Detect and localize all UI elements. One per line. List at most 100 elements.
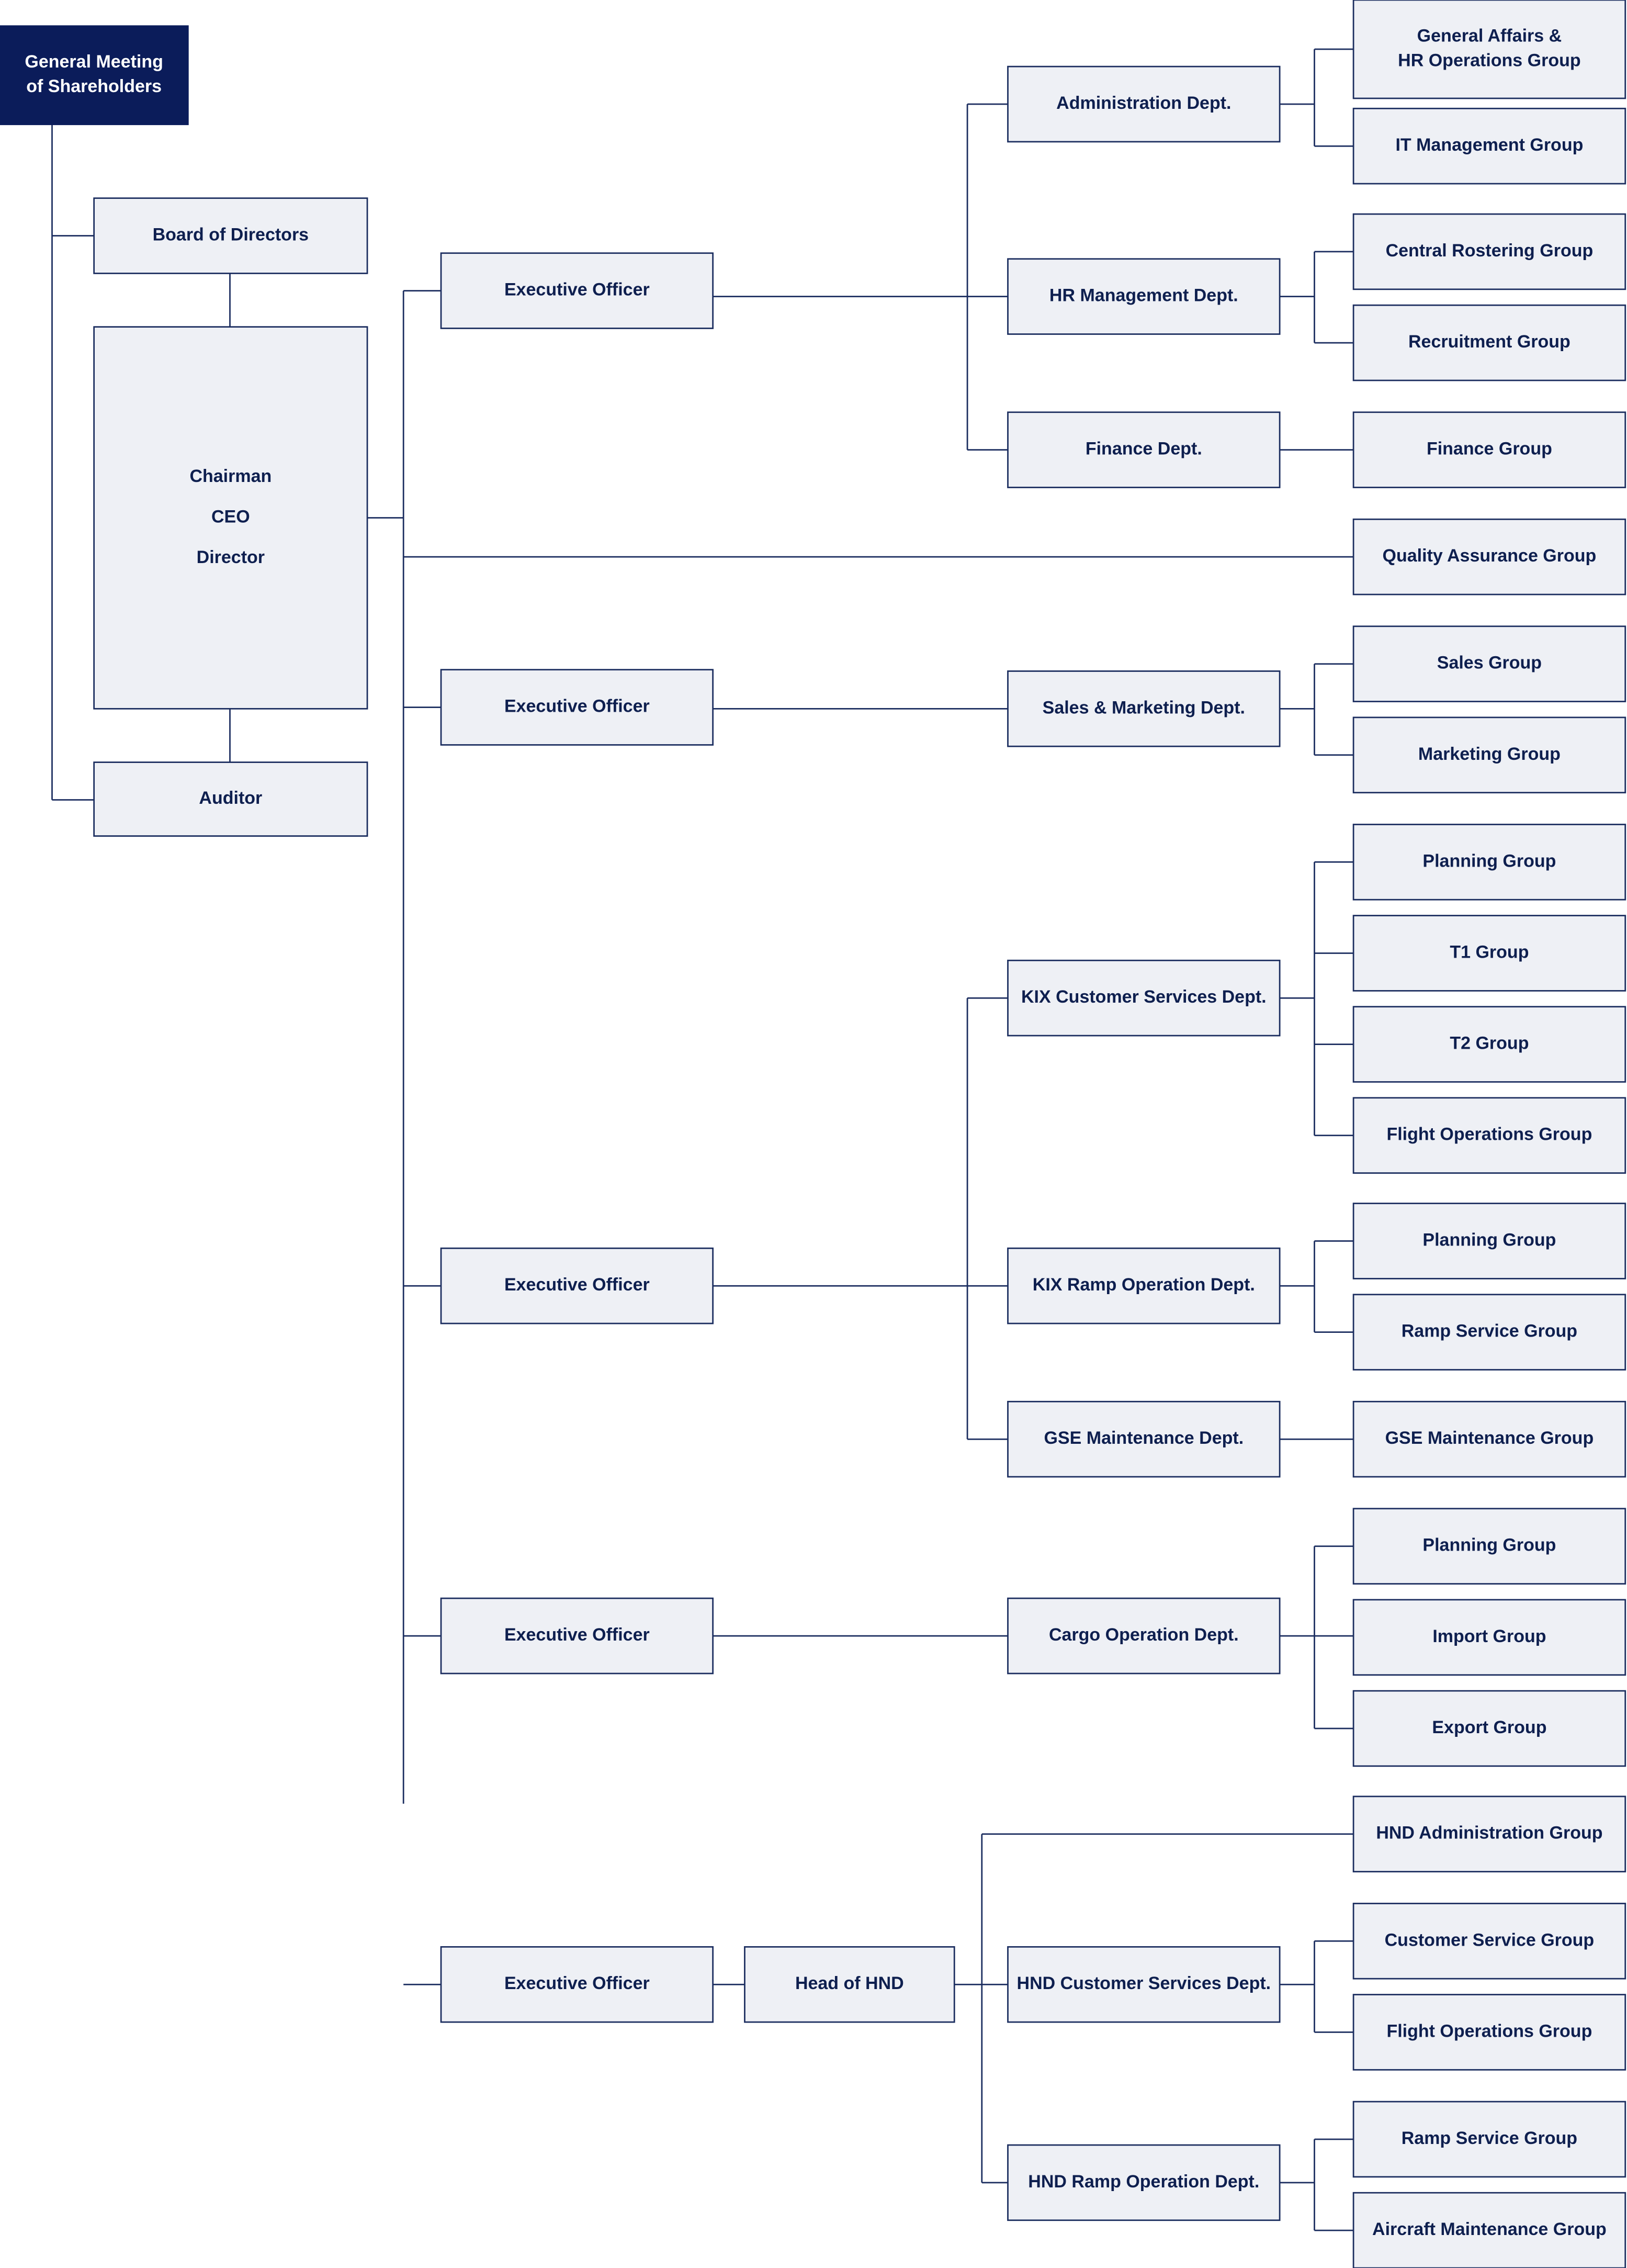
node-executive-officer-1-box — [440, 252, 714, 329]
node-ramp-service-group-hnd: Ramp Service Group — [1352, 2101, 1626, 2178]
node-planning-group-cargo-label: Planning Group — [1422, 1535, 1556, 1555]
node-quality-assurance-group: Quality Assurance Group — [1352, 518, 1626, 596]
node-sales-group-box — [1352, 625, 1626, 702]
node-recruitment-group-box — [1352, 304, 1626, 381]
node-administration-dept: Administration Dept. — [1007, 65, 1281, 143]
node-sales-group-label: Sales Group — [1437, 653, 1542, 673]
node-t1-group-box — [1352, 915, 1626, 992]
node-sales-marketing-dept: Sales & Marketing Dept. — [1007, 670, 1281, 747]
node-general-affairs-hr-ops-group-box — [1352, 0, 1626, 99]
node-planning-group-kix-ramp-box — [1352, 1203, 1626, 1279]
node-gse-maintenance-dept: GSE Maintenance Dept. — [1007, 1400, 1281, 1478]
node-central-rostering-group: Central Rostering Group — [1352, 213, 1626, 290]
node-customer-service-group: Customer Service Group — [1352, 1903, 1626, 1980]
node-t2-group: T2 Group — [1352, 1006, 1626, 1083]
node-ramp-service-group-hnd-box — [1352, 2101, 1626, 2178]
node-gse-maintenance-group: GSE Maintenance Group — [1352, 1400, 1626, 1478]
node-kix-ramp-operation-dept-label: KIX Ramp Operation Dept. — [1033, 1275, 1255, 1295]
node-cargo-operation-dept-box — [1007, 1597, 1281, 1675]
node-import-group: Import Group — [1352, 1599, 1626, 1676]
node-quality-assurance-group-box — [1352, 518, 1626, 596]
node-t1-group: T1 Group — [1352, 915, 1626, 992]
node-general-affairs-hr-ops-group: General Affairs & HR Operations Group — [1352, 0, 1626, 99]
node-flight-operations-group-kix: Flight Operations Group — [1352, 1097, 1626, 1174]
node-gse-maintenance-group-box — [1352, 1400, 1626, 1478]
node-board-of-directors-box — [93, 197, 368, 274]
node-hnd-ramp-operation-dept-label: HND Ramp Operation Dept. — [1028, 2172, 1259, 2192]
node-auditor-label: Auditor — [199, 788, 262, 808]
node-t2-group-label: T2 Group — [1450, 1034, 1529, 1053]
node-kix-customer-services-dept: KIX Customer Services Dept. — [1007, 959, 1281, 1037]
node-planning-group-kix-ramp: Planning Group — [1352, 1203, 1626, 1279]
node-executive-officer-2-box — [440, 669, 714, 746]
node-sales-group: Sales Group — [1352, 625, 1626, 702]
node-board-of-directors-label: Board of Directors — [153, 225, 309, 245]
node-administration-dept-box — [1007, 65, 1281, 143]
node-hr-management-dept: HR Management Dept. — [1007, 258, 1281, 335]
node-executive-officer-1: Executive Officer — [440, 252, 714, 329]
node-kix-ramp-operation-dept-box — [1007, 1247, 1281, 1324]
node-it-management-group-box — [1352, 107, 1626, 185]
node-auditor-box — [93, 761, 368, 837]
node-import-group-box — [1352, 1599, 1626, 1676]
connector-lines — [51, 48, 1354, 2231]
node-executive-officer-2-label: Executive Officer — [504, 697, 650, 716]
node-export-group-label: Export Group — [1432, 1717, 1546, 1737]
node-cargo-operation-dept: Cargo Operation Dept. — [1007, 1597, 1281, 1675]
node-administration-dept-label: Administration Dept. — [1056, 93, 1231, 113]
node-recruitment-group: Recruitment Group — [1352, 304, 1626, 381]
node-finance-group-label: Finance Group — [1427, 439, 1552, 459]
node-chairman-ceo-director-box — [93, 326, 368, 710]
node-head-of-hnd-label: Head of HND — [795, 1973, 904, 1993]
node-flight-operations-group-hnd-label: Flight Operations Group — [1386, 2021, 1592, 2041]
node-planning-group-kix-cs-box — [1352, 824, 1626, 901]
node-executive-officer-4-box — [440, 1597, 714, 1675]
node-aircraft-maintenance-group: Aircraft Maintenance Group — [1352, 2192, 1626, 2268]
node-t1-group-label: T1 Group — [1450, 942, 1529, 962]
node-customer-service-group-label: Customer Service Group — [1385, 1930, 1595, 1950]
node-kix-ramp-operation-dept: KIX Ramp Operation Dept. — [1007, 1247, 1281, 1324]
node-board-of-directors: Board of Directors — [93, 197, 368, 274]
node-flight-operations-group-kix-label: Flight Operations Group — [1386, 1125, 1592, 1144]
node-customer-service-group-box — [1352, 1903, 1626, 1980]
node-t2-group-box — [1352, 1006, 1626, 1083]
node-gse-maintenance-dept-label: GSE Maintenance Dept. — [1044, 1428, 1244, 1448]
node-hnd-customer-services-dept-box — [1007, 1946, 1281, 2023]
node-recruitment-group-label: Recruitment Group — [1408, 332, 1570, 352]
node-hnd-customer-services-dept-label: HND Customer Services Dept. — [1017, 1973, 1271, 1993]
node-cargo-operation-dept-label: Cargo Operation Dept. — [1049, 1625, 1239, 1645]
node-hnd-ramp-operation-dept: HND Ramp Operation Dept. — [1007, 2144, 1281, 2221]
node-aircraft-maintenance-group-box — [1352, 2192, 1626, 2268]
node-finance-group-box — [1352, 411, 1626, 488]
node-executive-officer-5-label: Executive Officer — [504, 1973, 650, 1993]
node-hr-management-dept-label: HR Management Dept. — [1049, 286, 1238, 306]
node-hnd-ramp-operation-dept-box — [1007, 2144, 1281, 2221]
node-flight-operations-group-hnd-box — [1352, 1994, 1626, 2071]
node-marketing-group-box — [1352, 716, 1626, 794]
node-marketing-group: Marketing Group — [1352, 716, 1626, 794]
node-executive-officer-3-box — [440, 1247, 714, 1324]
node-hnd-administration-group: HND Administration Group — [1352, 1795, 1626, 1872]
node-executive-officer-5: Executive Officer — [440, 1946, 714, 2023]
node-shareholders-label-1: General Meeting — [25, 52, 163, 72]
node-ramp-service-group-kix-label: Ramp Service Group — [1402, 1321, 1577, 1341]
node-general-affairs-hr-ops-group-label-2: HR Operations Group — [1398, 50, 1580, 70]
node-hnd-administration-group-label: HND Administration Group — [1376, 1823, 1602, 1843]
node-finance-group: Finance Group — [1352, 411, 1626, 488]
node-ramp-service-group-hnd-label: Ramp Service Group — [1402, 2128, 1577, 2148]
node-flight-operations-group-hnd: Flight Operations Group — [1352, 1994, 1626, 2071]
node-planning-group-cargo: Planning Group — [1352, 1508, 1626, 1585]
node-ramp-service-group-kix-box — [1352, 1294, 1626, 1371]
node-kix-customer-services-dept-label: KIX Customer Services Dept. — [1021, 987, 1267, 1007]
node-hr-management-dept-box — [1007, 258, 1281, 335]
node-planning-group-kix-ramp-label: Planning Group — [1422, 1230, 1556, 1250]
node-general-affairs-hr-ops-group-label-1: General Affairs & — [1417, 26, 1562, 46]
node-gse-maintenance-dept-box — [1007, 1400, 1281, 1478]
node-finance-dept-label: Finance Dept. — [1086, 439, 1202, 459]
node-it-management-group-label: IT Management Group — [1395, 135, 1583, 155]
node-ramp-service-group-kix: Ramp Service Group — [1352, 1294, 1626, 1371]
node-gse-maintenance-group-label: GSE Maintenance Group — [1385, 1428, 1594, 1448]
